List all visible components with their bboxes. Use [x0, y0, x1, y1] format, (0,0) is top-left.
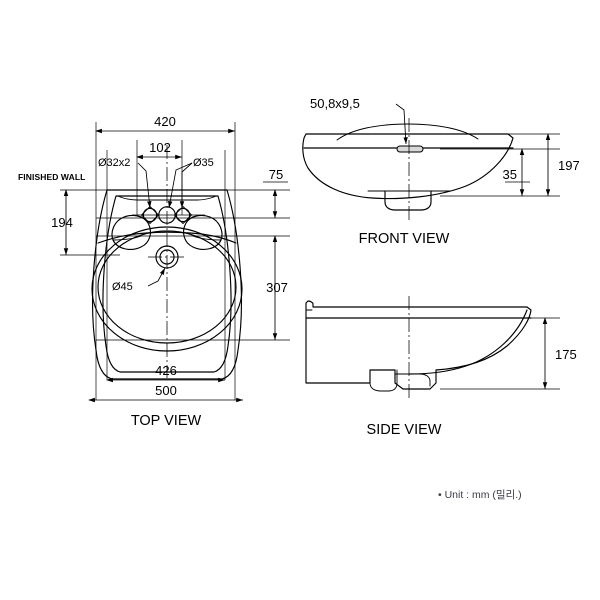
- dim-197-text: 197: [558, 158, 580, 173]
- dim-307-text: 307: [266, 280, 288, 295]
- dim-width-body-420: 420: [95, 114, 235, 134]
- dim-75-text: 75: [269, 167, 283, 182]
- hole-side-label: Ø32x2: [98, 157, 130, 169]
- top-view-soap-dish-left: [111, 214, 151, 250]
- side-view-group: 175 SIDE VIEW: [305, 296, 577, 438]
- side-view-wall-notch: [305, 302, 313, 311]
- unit-note: • Unit : mm (밀리.): [438, 489, 522, 501]
- top-view-soap-dish-left-detail: [112, 235, 142, 241]
- side-view-body-outline: [305, 300, 532, 390]
- front-view-bowl-curve: [336, 123, 479, 141]
- dim-depth-307: 307: [266, 235, 288, 340]
- dim-overall-height-197: 197: [545, 133, 580, 196]
- top-view-rim-inner: [102, 195, 232, 373]
- dim-35-text: 35: [503, 167, 517, 182]
- top-view-tap-holes: [132, 206, 205, 224]
- side-view-title: SIDE VIEW: [367, 422, 442, 438]
- finished-wall-label: FINISHED WALL: [18, 172, 85, 182]
- dim-500-text: 500: [155, 383, 177, 398]
- top-view-soap-dish-right-detail: [192, 235, 222, 241]
- dim-depth-75: 75: [263, 167, 288, 218]
- dim-420-text: 420: [154, 114, 176, 129]
- top-view-title: TOP VIEW: [131, 413, 202, 429]
- dim-depth-194: 194: [51, 189, 120, 256]
- overflow-slot: [396, 145, 424, 153]
- dim-hole-spacing-102: 102: [136, 140, 182, 160]
- top-view-bowl-outer: [91, 226, 243, 352]
- side-view-drain-lip: [394, 373, 431, 387]
- dim-194-text: 194: [51, 215, 73, 230]
- dim-width-bowl-426: 426: [106, 363, 225, 383]
- front-view-drain-shroud: [384, 190, 432, 211]
- front-view-title: FRONT VIEW: [359, 231, 450, 247]
- top-view-bowl-top-edge: [97, 231, 237, 244]
- top-view-bowl-inner: [97, 230, 237, 344]
- front-view-group: 50,8x9,5 35 197 FRONT VIEW: [302, 96, 580, 247]
- callout-overflow-slot: 50,8x9,5: [310, 96, 408, 145]
- dim-175-text: 175: [555, 347, 577, 362]
- top-view-soap-dish-right: [183, 214, 223, 250]
- top-view-deck-outline: [117, 195, 217, 201]
- dim-overall-depth-175: 175: [542, 317, 577, 389]
- dim-width-overall-500: 500: [88, 383, 243, 403]
- top-view-drain: Ø45: [112, 245, 186, 293]
- callout-hole-center: Ø35: [168, 157, 214, 209]
- drain-label: Ø45: [112, 281, 133, 293]
- dim-102-text: 102: [149, 140, 171, 155]
- overflow-slot-label: 50,8x9,5: [310, 96, 360, 111]
- dim-rim-height-35: 35: [503, 148, 530, 196]
- side-view-bracket: [369, 369, 398, 392]
- top-view-group: 420 102 FINISHED WALL Ø32x2 Ø35 75: [18, 114, 290, 429]
- hole-center-label: Ø35: [193, 157, 214, 169]
- dim-426-text: 426: [155, 363, 177, 378]
- side-view-bowl-interior: [409, 309, 528, 375]
